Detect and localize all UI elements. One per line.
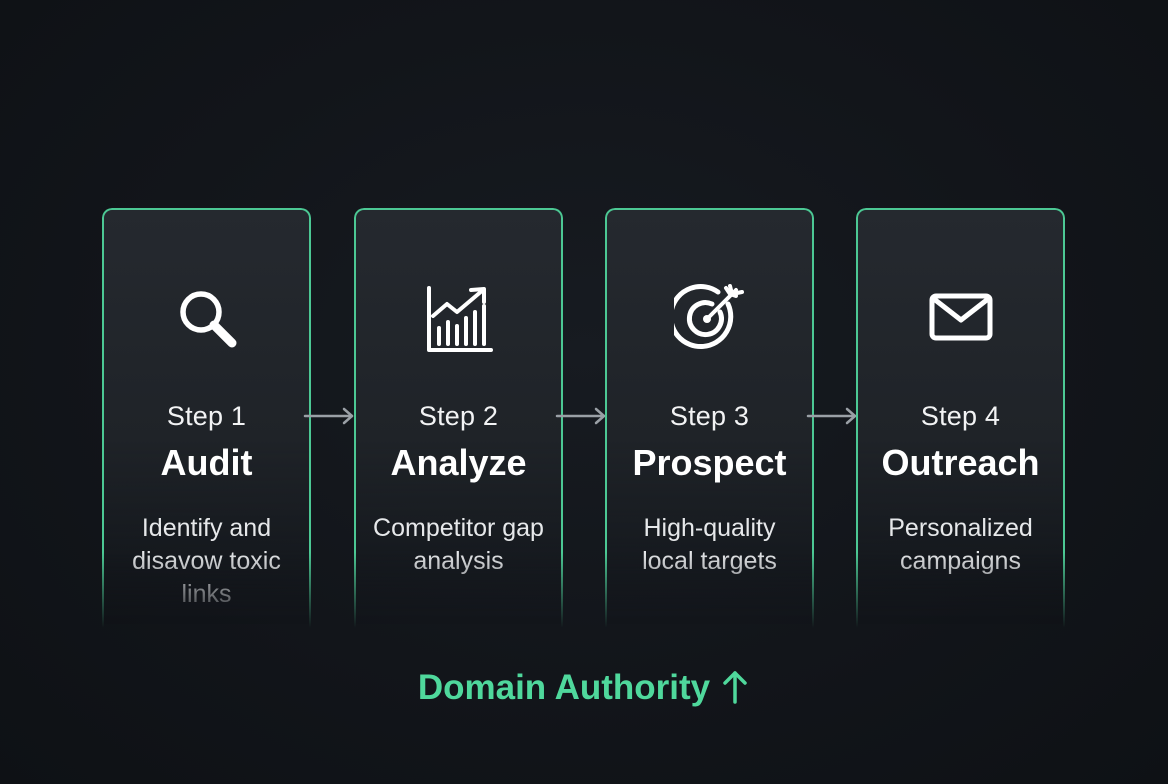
step-description: Competitor gap analysis [373, 514, 544, 575]
step-card-audit: Step 1 Audit Identify and disavow toxic … [102, 208, 311, 628]
step-number: Step 2 [418, 401, 499, 431]
step-title: Prospect [632, 442, 787, 483]
target-arrow-icon [673, 282, 746, 354]
magnifying-glass-icon [171, 282, 243, 354]
flow-arrow-icon [806, 405, 858, 427]
envelope-icon [925, 282, 997, 354]
step-number: Step 1 [166, 401, 247, 431]
step-number: Step 4 [920, 401, 1001, 431]
bar-chart-trend-icon [423, 282, 495, 354]
flow-arrow-icon [555, 405, 607, 427]
flow-arrow-icon [303, 405, 355, 427]
step-number: Step 3 [669, 401, 750, 431]
step-title: Audit [160, 442, 253, 483]
footer-label: Domain Authority [417, 668, 711, 707]
step-title: Outreach [881, 442, 1040, 483]
step-description: High-quality local targets [642, 514, 777, 575]
step-description: Personalized campaigns [888, 514, 1033, 575]
step-card-analyze: Step 2 Analyze Competitor gap analysis [354, 208, 563, 628]
step-card-outreach: Step 4 Outreach Personalized campaigns [856, 208, 1065, 628]
step-description: Identify and disavow toxic links [132, 514, 281, 608]
arrow-up-icon [720, 669, 750, 705]
step-card-prospect: Step 3 Prospect High-quality local targe… [605, 208, 814, 628]
step-title: Analyze [390, 442, 527, 483]
domain-authority-label: Domain Authority [0, 668, 1168, 708]
